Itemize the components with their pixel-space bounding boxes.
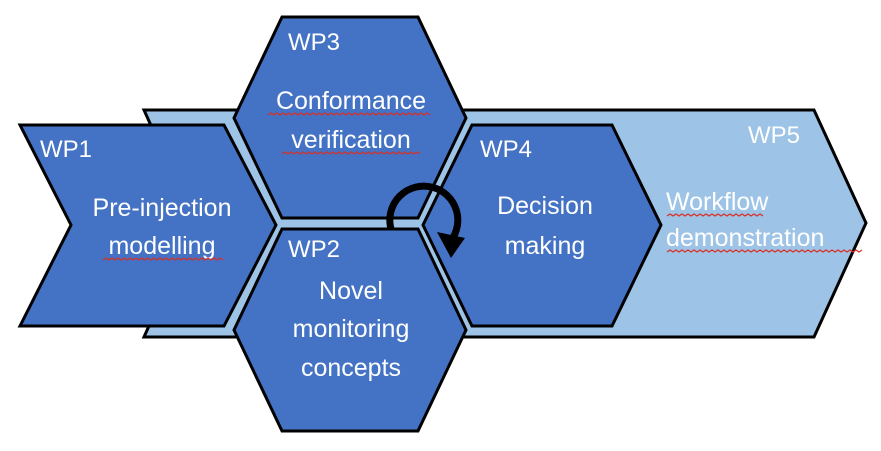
wp2-hexagon: WP2 Novel monitoring concepts <box>232 227 468 433</box>
wp2-title-line1: Novel <box>319 277 383 305</box>
wp1-title-line1: Pre-injection <box>93 194 232 222</box>
wp5-title-line2: demonstration <box>666 224 824 252</box>
wp3-title-line2: verification <box>291 126 411 154</box>
wp2-title-line2: monitoring <box>293 315 410 343</box>
wp3-hexagon: WP3 Conformance verification <box>232 15 468 220</box>
wp1-code: WP1 <box>40 136 92 163</box>
wp4-hexagon: WP4 Decision making <box>421 123 663 328</box>
wp1-chevron: WP1 Pre-injection modelling <box>17 123 278 328</box>
circular-arrow-icon <box>386 182 465 258</box>
spellcheck-underline <box>281 151 421 155</box>
spellcheck-underline <box>666 249 863 253</box>
wp2-code: WP2 <box>288 236 340 263</box>
wp1-title-line2: modelling <box>108 232 215 260</box>
wp4-title-line2: making <box>505 232 586 260</box>
wp2-title-line3: concepts <box>301 354 401 382</box>
wp4-title-line1: Decision <box>497 192 593 220</box>
spellcheck-underline <box>102 257 224 261</box>
spellcheck-underline <box>666 213 764 217</box>
wp4-code: WP4 <box>480 136 532 163</box>
spellcheck-underline <box>267 112 431 116</box>
wp5-title-line1: Workflow <box>666 188 769 216</box>
wp3-code: WP3 <box>288 29 340 56</box>
wp3-title-line1: Conformance <box>276 87 426 115</box>
wp5-code: WP5 <box>748 122 800 149</box>
